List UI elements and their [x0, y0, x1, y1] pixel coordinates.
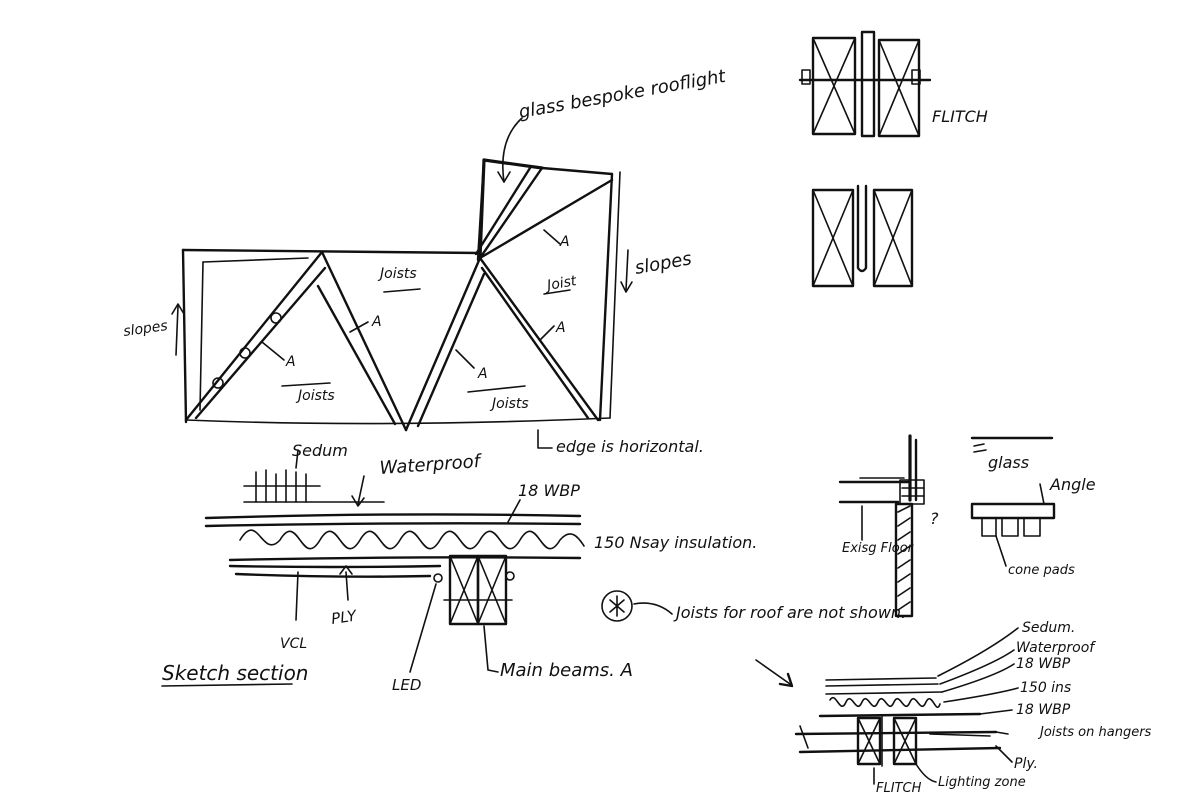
section-ply-label: PLY — [330, 606, 359, 628]
section-led-label: LED — [392, 676, 421, 694]
layer-insulation-label: 150 ins — [1020, 680, 1071, 696]
a-label-4: A — [555, 320, 566, 336]
angle-label: Angle — [1049, 475, 1096, 494]
slopes-left-label: slopes — [122, 318, 168, 340]
existing-floor-label: Exisg Floor — [842, 541, 915, 556]
joists-label-left: Joists — [295, 388, 335, 404]
layer-joists-hangers-label: Joists on hangers — [1037, 725, 1152, 740]
question-mark: ? — [930, 509, 939, 528]
sketch-section-drawing — [161, 449, 794, 688]
sketch-section-title: Sketch section — [162, 661, 308, 685]
glass-rooflight-label: glass bespoke rooflight — [517, 66, 728, 123]
flitch-beam-detail-top — [798, 30, 932, 138]
main-beams-label: Main beams. A — [500, 660, 633, 681]
a-label-1: A — [285, 354, 296, 370]
roof-plan-drawing — [171, 117, 633, 449]
layer-ply-label: Ply. — [1014, 756, 1038, 772]
layer-lighting-label: Lighting zone — [938, 775, 1026, 790]
section-waterproof-label: Waterproof — [379, 451, 483, 479]
joists-label-center: Joists — [489, 396, 529, 412]
layer-wbp-top-label: 18 WBP — [1016, 656, 1071, 672]
flitch-label: FLITCH — [932, 107, 988, 126]
roof-layer-detail — [794, 627, 1019, 785]
section-sedum-label: Sedum — [292, 441, 348, 460]
slopes-right-label: slopes — [633, 248, 693, 279]
a-label-2: A — [371, 314, 382, 330]
section-insulation-label: 150 Nsay insulation. — [594, 533, 757, 552]
a-label-3: A — [477, 366, 488, 382]
a-label-5: A — [559, 234, 570, 250]
floor-edge-detail — [838, 434, 925, 618]
section-wbp-label: 18 WBP — [518, 481, 580, 500]
layer-wbp-bottom-label: 18 WBP — [1016, 702, 1071, 718]
glass-edge-detail — [970, 436, 1056, 567]
layer-waterproof-label: Waterproof — [1016, 640, 1096, 656]
joist-label-right: Joist — [543, 273, 578, 294]
section-vcl-label: VCL — [280, 636, 307, 652]
layer-flitch-label: FLITCH — [876, 781, 922, 796]
joists-label-top: Joists — [377, 266, 417, 282]
glass-label: glass — [988, 453, 1029, 472]
edge-horizontal-note: edge is horizontal. — [556, 437, 704, 456]
flitch-beam-detail-bottom — [811, 184, 914, 288]
joists-note-line: Joists for roof are not shown. — [673, 603, 906, 622]
layer-sedum-label: Sedum. — [1022, 620, 1075, 636]
cone-pads-label: cone pads — [1008, 563, 1075, 578]
